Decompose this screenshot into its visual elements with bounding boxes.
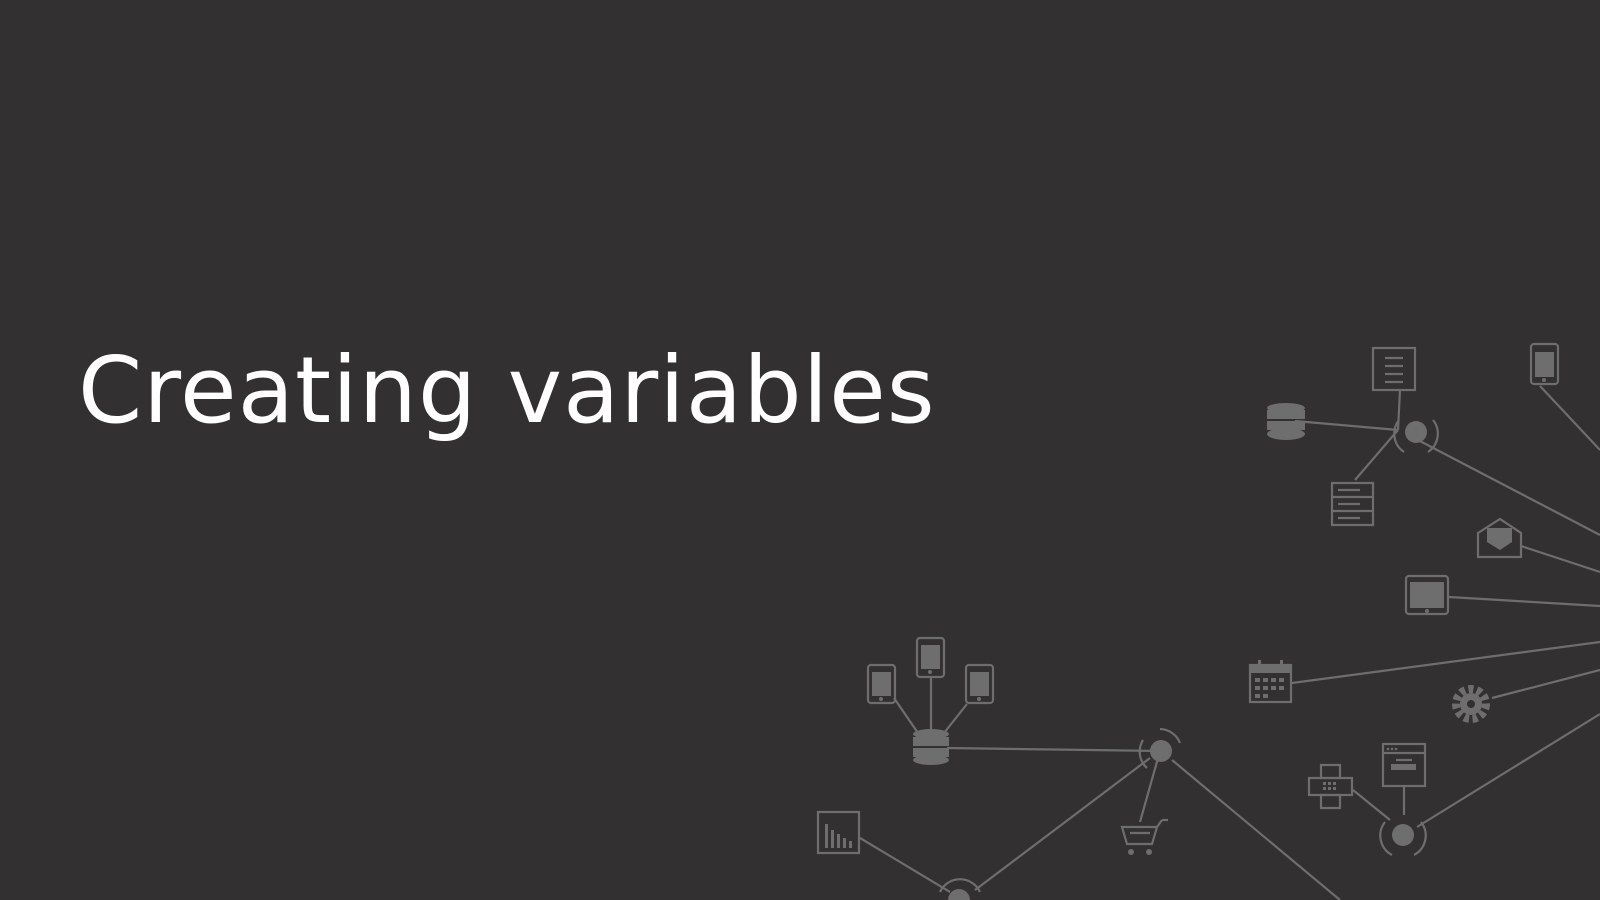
connection-lines xyxy=(859,385,1600,900)
browser-window-icon xyxy=(1381,742,1427,788)
mail-icon xyxy=(1476,517,1523,559)
chart-icon xyxy=(816,810,861,855)
fax-icon xyxy=(1307,763,1354,810)
document-icon xyxy=(1371,346,1417,392)
calendar-icon xyxy=(1248,660,1293,704)
database-icon xyxy=(913,729,949,765)
phone-icon xyxy=(915,636,946,679)
phone-icon xyxy=(866,663,897,705)
hub-icon xyxy=(1393,419,1439,453)
gear-icon xyxy=(1452,685,1490,723)
hub-icon xyxy=(939,878,981,900)
server-icon xyxy=(1330,481,1375,527)
shopping-cart-icon xyxy=(1120,818,1168,855)
slide-title: Creating variables xyxy=(78,337,936,444)
hub-icon xyxy=(1138,727,1182,769)
hub-icon xyxy=(1379,821,1427,856)
phone-icon xyxy=(964,663,995,705)
database-icon xyxy=(1267,403,1305,440)
phone-icon xyxy=(1529,342,1560,386)
tablet-icon xyxy=(1404,574,1450,616)
